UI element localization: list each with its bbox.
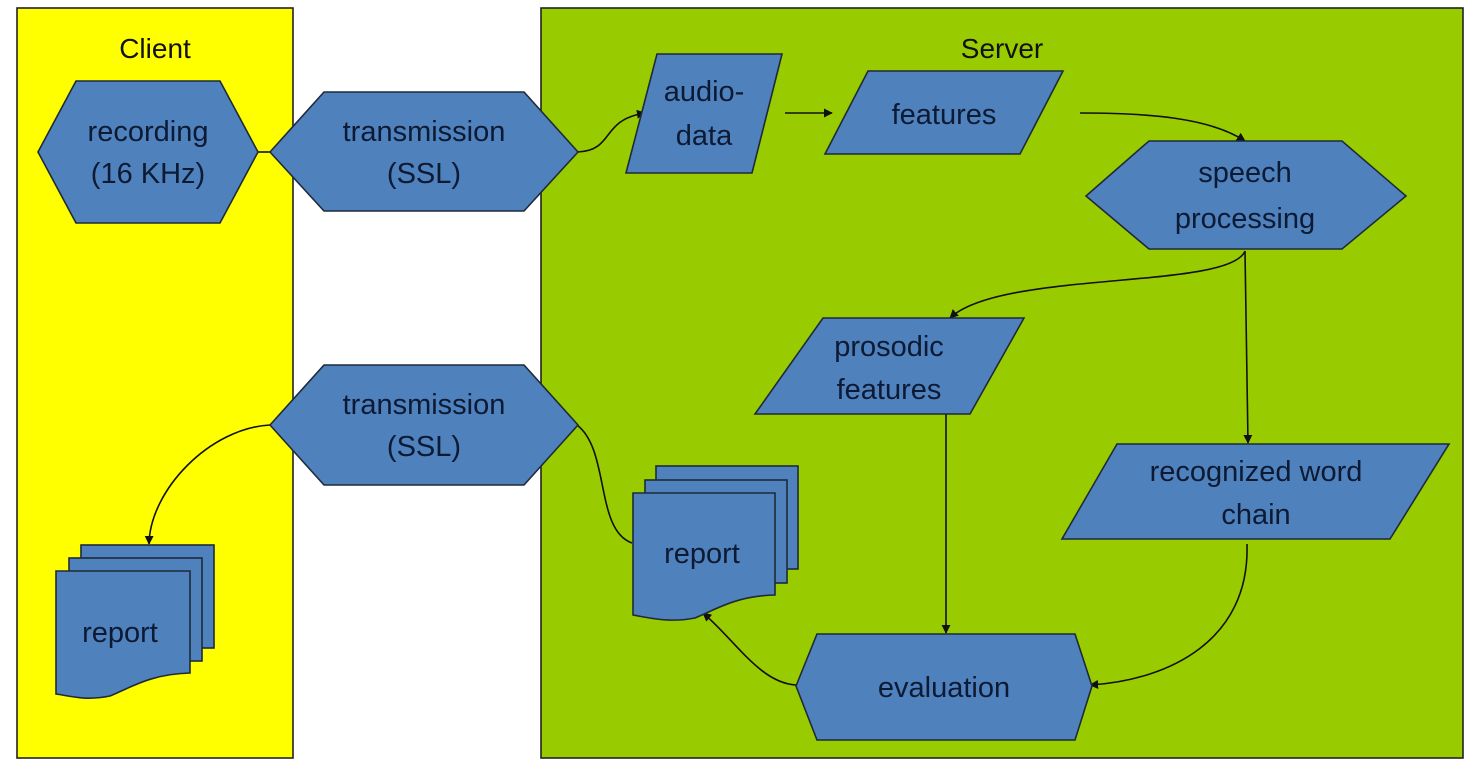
report-client-label: report xyxy=(82,617,158,649)
audio-data-parallelogram xyxy=(624,53,784,174)
transmission-up-label-line-2: (SSL) xyxy=(387,158,461,190)
edge-transmission-to-audio-data xyxy=(577,109,646,153)
speech-processing-hexagon xyxy=(1084,140,1408,250)
edges xyxy=(144,108,1253,689)
node-transmission-up[interactable]: transmission (SSL) xyxy=(268,91,580,212)
node-transmission-down[interactable]: transmission (SSL) xyxy=(268,364,580,486)
node-evaluation[interactable]: evaluation xyxy=(795,633,1093,741)
node-prosodic-features[interactable]: prosodic features xyxy=(753,317,1026,415)
recording-hexagon xyxy=(37,80,259,224)
transmission-down-hexagon xyxy=(268,364,580,486)
recognized-word-chain-label-line-1: recognized word xyxy=(1150,456,1363,488)
audio-data-label-line-2: data xyxy=(676,120,733,152)
evaluation-label: evaluation xyxy=(878,672,1010,704)
transmission-down-label-line-1: transmission xyxy=(343,389,506,421)
prosodic-features-label-line-2: features xyxy=(837,374,942,406)
edge-report-to-transmission xyxy=(576,424,633,544)
edge-speech-processing-to-prosodic xyxy=(949,250,1246,319)
speech-processing-label-line-2: processing xyxy=(1175,203,1315,235)
edge-evaluation-to-report xyxy=(702,612,797,686)
prosodic-features-parallelogram xyxy=(753,317,1026,415)
evaluation-hexagon xyxy=(795,633,1093,741)
edge-speech-processing-to-word-chain xyxy=(1243,250,1253,444)
node-features[interactable]: features xyxy=(823,70,1065,155)
recording-label-line-2: (16 KHz) xyxy=(91,158,205,190)
recognized-word-chain-parallelogram xyxy=(1060,443,1451,540)
node-recording[interactable]: recording (16 KHz) xyxy=(37,80,259,224)
report-client-page-front xyxy=(55,570,191,699)
edge-features-to-speech-processing xyxy=(1079,112,1246,142)
report-server-page-front xyxy=(632,492,776,621)
transmission-up-label-line-1: transmission xyxy=(343,116,506,148)
recording-label-line-1: recording xyxy=(88,116,209,148)
node-recognized-word-chain[interactable]: recognized word chain xyxy=(1060,443,1451,540)
features-parallelogram xyxy=(823,70,1065,155)
speech-processing-label-line-1: speech xyxy=(1198,157,1292,189)
node-audio-data[interactable]: audio- data xyxy=(624,53,784,174)
features-label: features xyxy=(892,99,997,131)
node-report-server[interactable]: report xyxy=(632,465,799,621)
transmission-down-label-line-2: (SSL) xyxy=(387,431,461,463)
server-zone-title: Server xyxy=(961,33,1043,64)
audio-data-label-line-1: audio- xyxy=(664,76,745,108)
node-speech-processing[interactable]: speech processing xyxy=(1084,140,1408,250)
prosodic-features-label-line-1: prosodic xyxy=(834,331,944,363)
report-server-label: report xyxy=(664,538,740,570)
transmission-up-hexagon xyxy=(268,91,580,212)
recognized-word-chain-label-line-2: chain xyxy=(1221,499,1290,531)
edge-transmission-to-client-report xyxy=(144,424,271,545)
node-report-client[interactable]: report xyxy=(55,544,215,699)
edge-word-chain-to-evaluation xyxy=(1089,543,1248,689)
client-zone-title: Client xyxy=(119,33,191,64)
